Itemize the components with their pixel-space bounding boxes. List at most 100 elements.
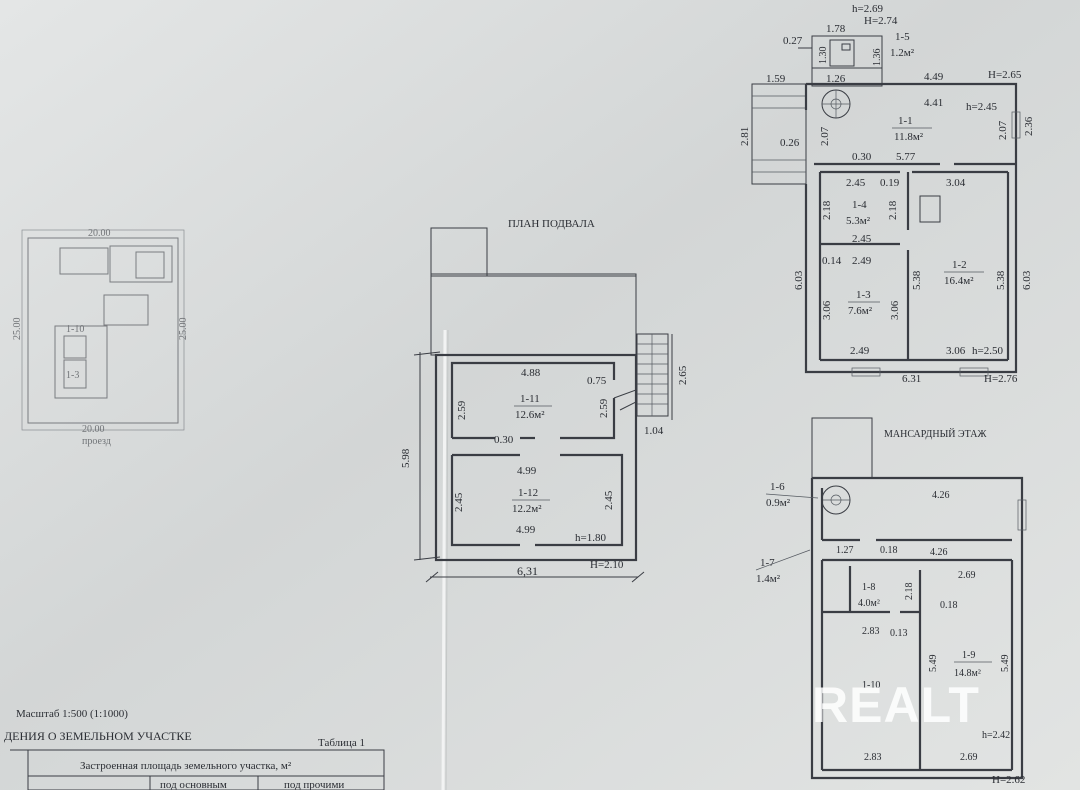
land-info-table: Масштаб 1:500 (1:1000) ДЕНИЯ О ЗЕМЕЛЬНОМ… xyxy=(4,708,385,790)
dim-H-276: H=2.76 xyxy=(984,373,1018,385)
dim-bottom-inner: 4.99 xyxy=(516,524,536,536)
col-main: под основным xyxy=(160,779,227,790)
dim-126: 1.26 xyxy=(826,73,846,85)
dim-449: 4.49 xyxy=(924,71,944,83)
room-1-6-area: 0.9м² xyxy=(766,497,791,509)
room-1-5-id: 1-5 xyxy=(895,31,910,43)
dim-538a: 5.38 xyxy=(911,270,923,290)
dim-h-top: h=2.69 xyxy=(852,3,883,15)
dim-left-upper: 2.59 xyxy=(456,400,468,420)
room-1-8-id: 1-8 xyxy=(862,582,875,593)
section-title: ДЕНИЯ О ЗЕМЕЛЬНОМ УЧАСТКЕ xyxy=(4,729,192,743)
dim-269a: 2.69 xyxy=(958,570,976,581)
site-left-dim: 25.00 xyxy=(12,318,23,341)
dim-577: 5.77 xyxy=(896,151,916,163)
dim-top: 4.88 xyxy=(521,367,541,379)
dim-partition-gap: 0.30 xyxy=(494,434,514,446)
dim-178: 1.78 xyxy=(826,23,846,35)
table-header: Застроенная площадь земельного участка, … xyxy=(80,760,292,772)
dim-426a: 4.26 xyxy=(932,490,950,501)
room-1-3-id: 1-3 xyxy=(856,289,871,301)
dim-306a: 3.06 xyxy=(821,300,833,320)
dim-018a: 0.18 xyxy=(880,545,898,556)
dim-218a: 2.18 xyxy=(821,200,833,220)
dim-549a: 5.49 xyxy=(928,655,939,673)
room-1-11-area: 12.6м² xyxy=(515,409,545,421)
dim-207b: 2.07 xyxy=(997,120,1009,140)
basement-plan: ПЛАН ПОДВАЛА 1-11 12.6м² 1-12 1 xyxy=(400,218,689,583)
dim-middle: 4.99 xyxy=(517,465,537,477)
basement-title: ПЛАН ПОДВАЛА xyxy=(508,218,595,230)
dim-027: 0.27 xyxy=(783,35,803,47)
dim-overall-height: 5.98 xyxy=(400,448,412,468)
dim-right-upper: 2.59 xyxy=(598,398,610,418)
room-1-4-area: 5.3м² xyxy=(846,215,871,227)
dim-269b: 2.69 xyxy=(960,752,978,763)
room-1-10-id: 1-10 xyxy=(862,680,880,691)
dim-h-242: h=2.42 xyxy=(982,730,1010,741)
dim-281: 2.81 xyxy=(739,127,751,146)
dim-door: 0.75 xyxy=(587,375,607,387)
room-1-2-id: 1-2 xyxy=(952,259,967,271)
site-room-b: 1-3 xyxy=(66,370,79,381)
room-1-2-area: 16.4м² xyxy=(944,275,974,287)
dim-306b: 3.06 xyxy=(889,300,901,320)
room-1-12-area: 12.2м² xyxy=(512,503,542,515)
dim-538b: 5.38 xyxy=(995,270,1007,290)
site-bottom-dim: 20.00 xyxy=(82,424,105,435)
dim-218b: 2.18 xyxy=(887,200,899,220)
attic-title: МАНСАРДНЫЙ ЭТАЖ xyxy=(884,428,986,440)
room-1-7-area: 1.4м² xyxy=(756,573,781,585)
dim-h-250: h=2.50 xyxy=(972,345,1003,357)
col-other: под прочими xyxy=(284,779,344,790)
table-label: Таблица 1 xyxy=(318,737,365,749)
dim-249a: 2.49 xyxy=(852,255,872,267)
site-right-dim: 25.00 xyxy=(178,318,189,341)
room-1-9-area: 14.8м² xyxy=(954,668,981,679)
room-1-4-id: 1-4 xyxy=(852,199,867,211)
dim-H-274: H=2.74 xyxy=(864,15,898,27)
dim-H-265: H=2.65 xyxy=(988,69,1022,81)
dim-h-245: h=2.45 xyxy=(966,101,997,113)
room-1-12-id: 1-12 xyxy=(518,487,538,499)
site-bottom-label: проезд xyxy=(82,436,111,447)
site-top-dim: 20.00 xyxy=(88,228,111,239)
dim-right-lower: 2.45 xyxy=(603,490,615,510)
dim-245b: 2.45 xyxy=(852,233,872,245)
dim-026: 0.26 xyxy=(780,137,800,149)
dim-603a: 6.03 xyxy=(793,270,805,290)
room-1-7-id: 1-7 xyxy=(760,557,775,569)
dim-426b: 4.26 xyxy=(930,547,948,558)
dim-236: 2.36 xyxy=(1023,116,1035,136)
dim-218: 2.18 xyxy=(904,583,915,601)
dim-249b: 2.49 xyxy=(850,345,870,357)
room-1-1-area: 11.8м² xyxy=(894,131,924,143)
dim-245a: 2.45 xyxy=(846,177,866,189)
dim-H: H=2.10 xyxy=(590,559,624,571)
dim-603b: 6.03 xyxy=(1021,270,1033,290)
room-1-11-id: 1-11 xyxy=(520,393,540,405)
dim-549b: 5.49 xyxy=(1000,655,1011,673)
scale-label: Масштаб 1:500 (1:1000) xyxy=(16,708,128,720)
dim-left-lower: 2.45 xyxy=(453,492,465,512)
dim-304: 3.04 xyxy=(946,177,966,189)
dim-631: 6.31 xyxy=(902,373,921,385)
dim-019: 0.19 xyxy=(880,177,900,189)
dim-030: 0.30 xyxy=(852,151,872,163)
room-1-5-area: 1.2м² xyxy=(890,47,915,59)
room-1-6-id: 1-6 xyxy=(770,481,785,493)
room-1-8-area: 4.0м² xyxy=(858,598,880,609)
dim-018b: 0.18 xyxy=(940,600,958,611)
dim-stair-len: 2.65 xyxy=(677,365,689,385)
room-1-9-id: 1-9 xyxy=(962,650,975,661)
dim-stair-w: 1.04 xyxy=(644,425,664,437)
dim-127: 1.27 xyxy=(836,545,854,556)
site-plan: 20.00 25.00 25.00 20.00 проезд 1-10 1-3 xyxy=(12,228,189,447)
dim-207a: 2.07 xyxy=(819,126,831,146)
ground-floor-plan: h=2.69 1.78 H=2.74 1-5 1.2м² 0.27 1.30 1… xyxy=(739,3,1035,385)
room-1-1-id: 1-1 xyxy=(898,115,913,127)
attic-floor-plan: МАНСАРДНЫЙ ЭТАЖ 1-6 0.9м² 1-7 1.4м² 4.26… xyxy=(755,417,1027,786)
dim-130: 1.30 xyxy=(818,47,829,65)
dim-H-262: H=2.62 xyxy=(992,774,1025,786)
